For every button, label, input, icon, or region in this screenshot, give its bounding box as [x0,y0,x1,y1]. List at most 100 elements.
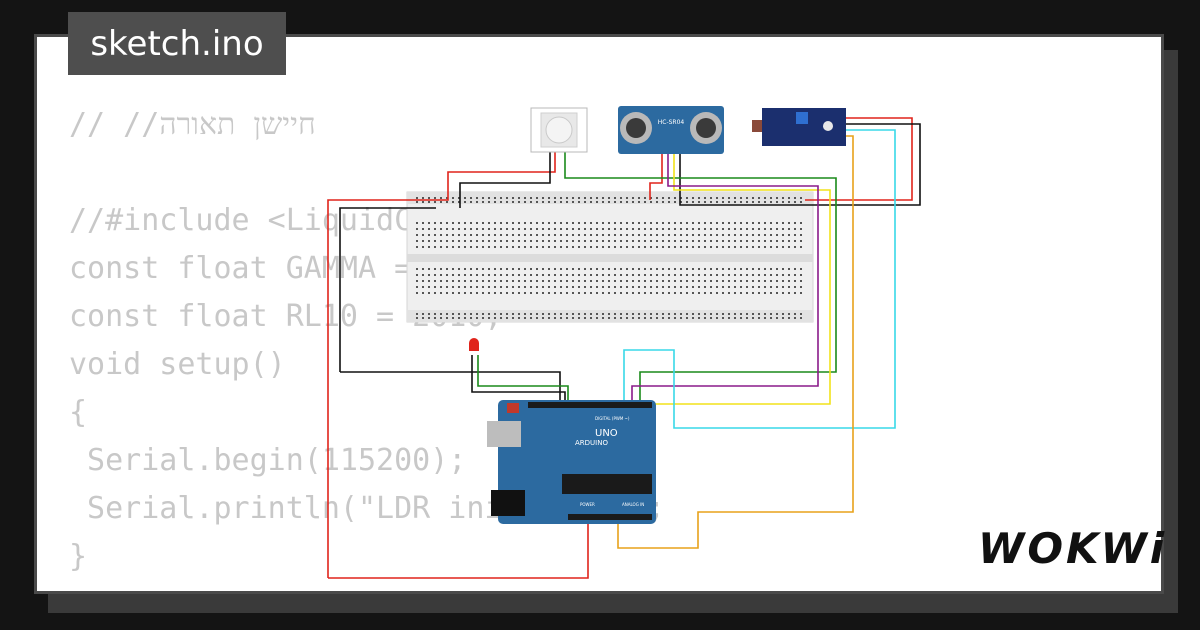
breadboard-hole [644,201,646,203]
breadboard-hole [782,240,784,242]
breadboard-hole [650,228,652,230]
breadboard-hole [506,234,508,236]
breadboard-hole [740,234,742,236]
breadboard-hole [716,280,718,282]
breadboard-hole [674,280,676,282]
breadboard-hole [680,317,682,319]
breadboard-hole [542,246,544,248]
breadboard-hole [590,280,592,282]
ultrasonic-sensor[interactable]: HC-SR04 [618,106,724,154]
breadboard-hole [734,268,736,270]
breadboard-hole [488,317,490,319]
breadboard-hole [440,286,442,288]
breadboard-hole [650,201,652,203]
breadboard-hole [662,286,664,288]
breadboard-hole [692,228,694,230]
breadboard-hole [782,234,784,236]
breadboard-hole [530,201,532,203]
breadboard-hole [686,246,688,248]
breadboard-hole [506,222,508,224]
breadboard-hole [698,292,700,294]
breadboard-hole [752,274,754,276]
breadboard-hole [476,280,478,282]
breadboard-hole [650,222,652,224]
breadboard-hole [464,268,466,270]
breadboard-hole [656,228,658,230]
breadboard-hole [632,201,634,203]
breadboard-hole [470,274,472,276]
breadboard-hole [518,228,520,230]
breadboard-hole [566,313,568,315]
breadboard-hole [458,317,460,319]
breadboard-hole [620,268,622,270]
breadboard-hole [782,280,784,282]
breadboard-hole [764,246,766,248]
breadboard-hole [680,197,682,199]
breadboard-hole [524,317,526,319]
breadboard-hole [482,246,484,248]
breadboard-hole [662,274,664,276]
breadboard-hole [704,313,706,315]
breadboard-hole [584,222,586,224]
breadboard-hole [614,201,616,203]
breadboard-hole [638,201,640,203]
breadboard-hole [470,234,472,236]
breadboard-hole [446,234,448,236]
breadboard-hole [452,313,454,315]
breadboard-hole [470,240,472,242]
breadboard-hole [662,222,664,224]
breadboard-hole [596,197,598,199]
breadboard-hole [602,280,604,282]
breadboard-hole [416,268,418,270]
breadboard-hole [722,286,724,288]
breadboard-hole [434,286,436,288]
breadboard-hole [542,222,544,224]
breadboard-hole [674,240,676,242]
breadboard-hole [728,274,730,276]
breadboard-hole [776,240,778,242]
breadboard-hole [584,228,586,230]
breadboard-hole [518,292,520,294]
breadboard-hole [620,201,622,203]
breadboard-hole [434,240,436,242]
breadboard-hole [434,246,436,248]
led-red[interactable] [469,338,479,351]
breadboard-hole [662,240,664,242]
breadboard-hole [650,246,652,248]
breadboard-hole [554,197,556,199]
breadboard-hole [620,313,622,315]
breadboard-hole [452,246,454,248]
breadboard-hole [464,201,466,203]
breadboard-hole [512,222,514,224]
breadboard-hole [494,274,496,276]
breadboard-hole [512,228,514,230]
breadboard-hole [800,274,802,276]
breadboard-hole [770,317,772,319]
wire-black [679,123,921,206]
breadboard-hole [644,268,646,270]
breadboard-hole [800,222,802,224]
breadboard-hole [470,317,472,319]
breadboard-hole [662,201,664,203]
breadboard-hole [602,286,604,288]
breadboard-hole [452,280,454,282]
ldr-module[interactable] [752,108,846,146]
breadboard-hole [734,201,736,203]
pir-sensor[interactable] [530,107,588,153]
breadboard-hole [794,222,796,224]
digital-header-label: DIGITAL (PWM ~) [595,416,630,421]
breadboard-hole [716,228,718,230]
breadboard-hole [560,201,562,203]
breadboard-hole [752,317,754,319]
breadboard-hole [788,274,790,276]
breadboard-hole [416,234,418,236]
breadboard-hole [590,317,592,319]
breadboard-hole [680,280,682,282]
breadboard-hole [788,246,790,248]
arduino-uno[interactable]: UNO ARDUINO DIGITAL (PWM ~) ANALOG IN PO… [487,400,656,524]
breadboard-hole [752,228,754,230]
breadboard-hole [428,292,430,294]
breadboard-hole [758,286,760,288]
breadboard-hole [554,234,556,236]
breadboard-hole [686,201,688,203]
